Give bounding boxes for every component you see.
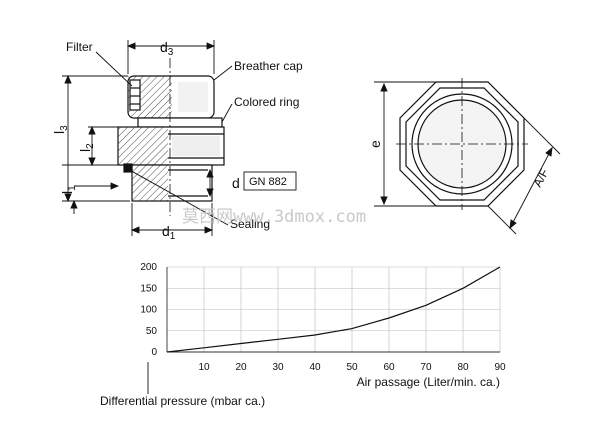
label-sealing: Sealing bbox=[230, 217, 270, 231]
y-tick-label: 100 bbox=[140, 305, 157, 316]
colored-ring bbox=[137, 117, 223, 128]
hex-body bbox=[117, 126, 225, 166]
y-tick-label: 150 bbox=[140, 283, 157, 294]
label-af: A/F bbox=[530, 166, 551, 189]
x-tick-label: 80 bbox=[457, 362, 469, 373]
drawing-labels: Filter Breather cap Colored ring Sealing… bbox=[51, 39, 551, 242]
label-d: d bbox=[232, 175, 240, 191]
sealing-ring bbox=[123, 163, 133, 173]
label-e: e bbox=[367, 140, 383, 148]
thread bbox=[131, 164, 213, 202]
x-tick-label: 90 bbox=[494, 362, 506, 373]
y-tick-label: 200 bbox=[140, 262, 157, 273]
x-tick-label: 50 bbox=[346, 362, 358, 373]
x-tick-label: 10 bbox=[198, 362, 210, 373]
label-breather-cap: Breather cap bbox=[234, 59, 303, 73]
y-tick-label: 0 bbox=[151, 347, 157, 358]
series-line bbox=[166, 266, 501, 353]
label-l1: l1 bbox=[59, 185, 78, 194]
side-view bbox=[117, 58, 225, 216]
label-standard: GN 882 bbox=[249, 176, 287, 188]
label-colored-ring: Colored ring bbox=[234, 95, 299, 109]
label-l3: l3 bbox=[51, 125, 70, 134]
label-d3: d3 bbox=[160, 39, 174, 58]
label-filter: Filter bbox=[66, 40, 93, 54]
front-dimensions bbox=[374, 81, 561, 235]
y-tick-label: 50 bbox=[146, 326, 158, 337]
filter-element bbox=[129, 79, 141, 111]
standard-box bbox=[243, 171, 297, 191]
x-tick-label: 70 bbox=[420, 362, 432, 373]
label-l2: l2 bbox=[77, 143, 96, 152]
x-tick-label: 60 bbox=[383, 362, 395, 373]
x-tick-label: 30 bbox=[272, 362, 284, 373]
y-axis-label: Differential pressure (mbar ca.) bbox=[100, 394, 265, 408]
front-view bbox=[396, 78, 528, 210]
x-tick-label: 20 bbox=[235, 362, 247, 373]
dimension-lines bbox=[62, 40, 233, 236]
label-d1: d1 bbox=[162, 223, 176, 242]
watermark: 莫西网www.3dmox.com bbox=[182, 207, 366, 227]
x-axis-label: Air passage (Liter/min. ca.) bbox=[357, 375, 500, 389]
breather-cap bbox=[127, 75, 215, 119]
x-tick-label: 40 bbox=[309, 362, 321, 373]
